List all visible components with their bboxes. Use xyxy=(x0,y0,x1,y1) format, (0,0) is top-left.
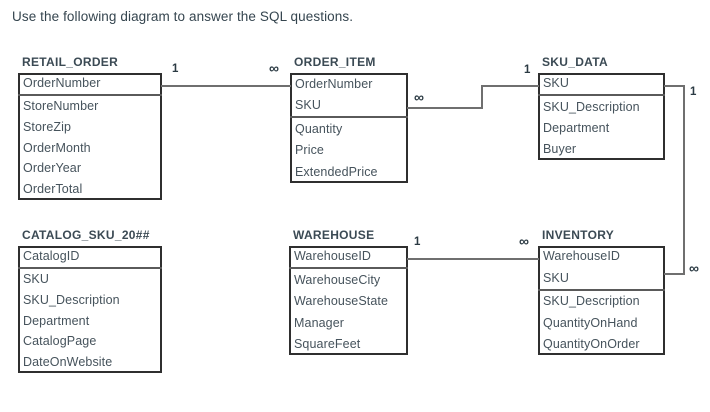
attribute-list-inventory: WarehouseID SKU SKU_Description Quantity… xyxy=(538,246,665,355)
attribute-row: Buyer xyxy=(543,142,577,157)
attribute-row: StoreNumber xyxy=(23,98,99,113)
attribute-row: Price xyxy=(295,143,324,158)
attribute-list-sku-data: SKU SKU_Description Department Buyer xyxy=(538,73,665,160)
cardinality-sku-data-inventory-one: 1 xyxy=(690,86,697,98)
attribute-row: WarehouseState xyxy=(294,294,389,309)
entity-catalog-sku: CATALOG_SKU_20## CatalogID SKU SKU_Descr… xyxy=(18,228,162,373)
cardinality-order-item-sku-many: ∞ xyxy=(414,89,424,105)
attribute-row: SKU xyxy=(538,267,665,291)
entity-box-sku-data xyxy=(538,73,665,160)
entity-title-order-item: ORDER_ITEM xyxy=(294,55,376,69)
attribute-row: OrderYear xyxy=(23,161,82,176)
entity-title-warehouse: WAREHOUSE xyxy=(293,228,375,242)
attribute-row: SKU_Description xyxy=(23,292,120,307)
attribute-row: DateOnWebsite xyxy=(23,355,113,370)
attribute-row: CatalogPage xyxy=(23,334,97,349)
entity-warehouse: WAREHOUSE WarehouseID WarehouseCity Ware… xyxy=(289,228,408,355)
attribute-row: ExtendedPrice xyxy=(295,164,378,179)
attribute-row: OrderNumber xyxy=(295,76,373,91)
connector-order-item-sku-data-seg1 xyxy=(407,107,483,109)
cardinality-warehouse-one: 1 xyxy=(414,236,421,248)
attribute-row: QuantityOnHand xyxy=(543,315,638,330)
page-instruction-text: Use the following diagram to answer the … xyxy=(12,9,354,24)
attribute-list-retail-order: OrderNumber StoreNumber StoreZip OrderMo… xyxy=(18,73,162,200)
entity-title-catalog-sku: CATALOG_SKU_20## xyxy=(22,228,150,242)
attribute-row: QuantityOnOrder xyxy=(543,337,640,352)
attribute-row: SKU_Description xyxy=(543,294,640,309)
entity-box-warehouse xyxy=(289,246,408,355)
entity-title-sku-data: SKU_DATA xyxy=(542,55,608,69)
entity-sku-data: SKU_DATA SKU SKU_Description Department … xyxy=(538,55,665,160)
cardinality-inventory-sku-many: ∞ xyxy=(689,260,699,276)
attribute-list-catalog-sku: CatalogID SKU SKU_Description Department… xyxy=(18,246,162,373)
attribute-row: SKU xyxy=(290,95,408,119)
entity-inventory: INVENTORY WarehouseID SKU SKU_Descriptio… xyxy=(538,228,665,355)
connector-order-item-sku-data-seg3 xyxy=(481,85,539,87)
attribute-row: OrderMonth xyxy=(23,140,91,155)
attribute-row: SKU xyxy=(538,73,665,97)
attribute-row: SKU_Description xyxy=(543,99,640,114)
cardinality-retail-order-one: 1 xyxy=(172,63,179,75)
attribute-row: OrderNumber xyxy=(18,73,162,96)
attribute-row: StoreZip xyxy=(23,119,72,134)
entity-title-retail-order: RETAIL_ORDER xyxy=(22,55,119,69)
attribute-row: SquareFeet xyxy=(294,337,361,352)
connector-sku-data-inventory-seg3 xyxy=(664,273,685,275)
entity-title-inventory: INVENTORY xyxy=(542,228,615,242)
attribute-list-warehouse: WarehouseID WarehouseCity WarehouseState… xyxy=(289,246,408,355)
connector-retail-order-order-item xyxy=(161,85,291,87)
cardinality-inventory-warehouse-many: ∞ xyxy=(519,233,529,249)
attribute-row: Quantity xyxy=(295,121,343,136)
connector-sku-data-inventory-seg1 xyxy=(664,85,685,87)
attribute-row: Manager xyxy=(294,315,345,330)
entity-retail-order: RETAIL_ORDER OrderNumber StoreNumber Sto… xyxy=(18,55,162,200)
attribute-row: Department xyxy=(23,313,90,328)
attribute-row: CatalogID xyxy=(18,246,162,269)
connector-order-item-sku-data-seg2 xyxy=(481,85,483,109)
entity-order-item: ORDER_ITEM OrderNumber SKU Quantity Pric… xyxy=(290,55,408,183)
cardinality-sku-data-one: 1 xyxy=(524,64,531,76)
attribute-row: SKU xyxy=(23,271,50,286)
attribute-row: Department xyxy=(543,120,610,135)
entity-box-inventory xyxy=(538,246,665,355)
attribute-row: OrderTotal xyxy=(23,182,83,197)
entity-box-order-item xyxy=(290,73,408,183)
attribute-row: WarehouseID xyxy=(289,246,408,270)
attribute-row: WarehouseID xyxy=(543,249,621,264)
attribute-list-order-item: OrderNumber SKU Quantity Price ExtendedP… xyxy=(290,73,408,183)
cardinality-order-item-many: ∞ xyxy=(269,60,279,76)
connector-sku-data-inventory-seg2 xyxy=(683,85,685,275)
attribute-row: WarehouseCity xyxy=(294,272,381,287)
connector-warehouse-inventory xyxy=(407,258,539,260)
